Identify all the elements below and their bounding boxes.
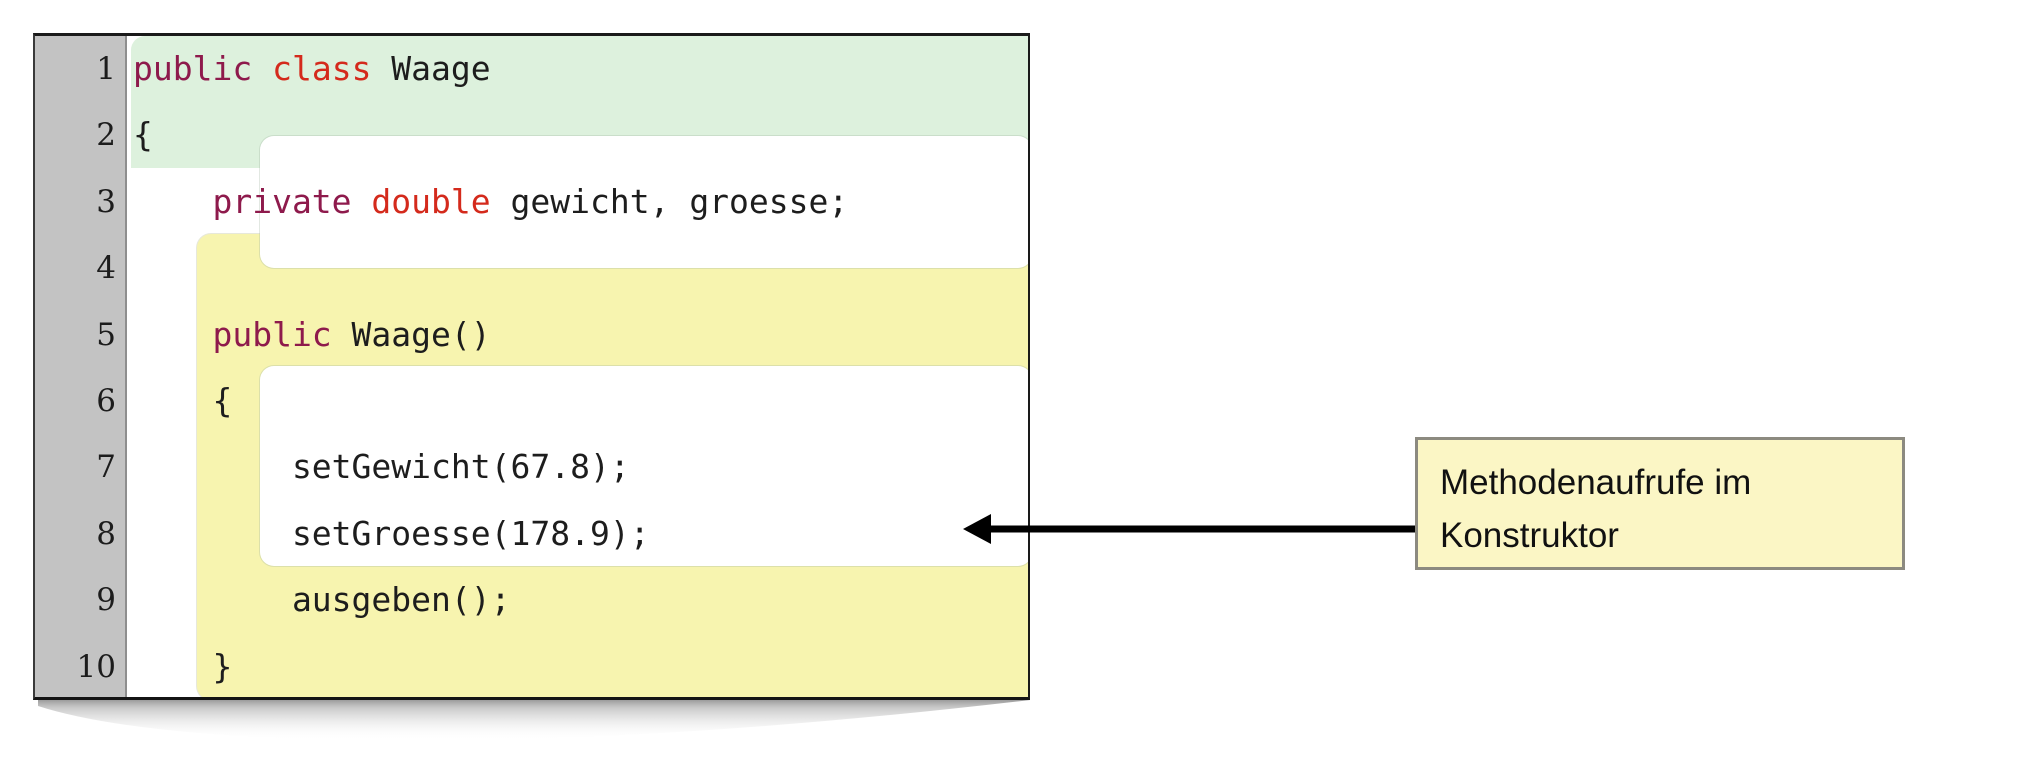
line-number: 1 xyxy=(96,51,116,87)
code-line[interactable] xyxy=(129,235,1028,301)
code-token: Waage() xyxy=(331,314,491,354)
code-line[interactable]: { xyxy=(129,368,1028,434)
callout-text-line-2: Konstruktor xyxy=(1440,516,1619,555)
code-token: ausgeben(); xyxy=(133,580,511,620)
code-line[interactable]: public class Waage xyxy=(129,36,1028,102)
method-calls-highlight xyxy=(260,366,1028,566)
code-token xyxy=(252,49,272,88)
callout-text-line-1: Methodenaufrufe im xyxy=(1440,463,1752,502)
code-token: public xyxy=(133,314,332,354)
line-number: 6 xyxy=(96,382,116,419)
line-number: 8 xyxy=(96,515,116,552)
code-token: public xyxy=(133,49,253,88)
code-token: setGroesse(178.9); xyxy=(133,513,650,553)
code-token: Waage xyxy=(371,49,491,88)
code-text-area[interactable]: public class Waage { private double gewic… xyxy=(129,36,1028,697)
line-number: 5 xyxy=(96,316,116,353)
line-number-gutter: 1 2 3 4 5 6 7 8 9 10 xyxy=(35,36,127,697)
code-line[interactable]: { xyxy=(129,102,1028,168)
code-line[interactable]: private double gewicht, groesse; xyxy=(129,169,1028,235)
code-line[interactable]: setGewicht(67.8); xyxy=(129,434,1028,500)
line-number: 9 xyxy=(96,582,116,619)
code-token: setGewicht(67.8); xyxy=(133,447,630,487)
line-number: 4 xyxy=(96,250,116,287)
code-line[interactable]: ausgeben(); xyxy=(129,567,1028,633)
line-number: 2 xyxy=(96,117,116,154)
field-declaration-highlight xyxy=(260,136,1028,268)
line-number: 3 xyxy=(96,183,116,220)
code-line[interactable]: public Waage() xyxy=(129,302,1028,368)
code-token: { xyxy=(133,380,233,420)
code-line[interactable]: } xyxy=(129,634,1028,697)
code-token: { xyxy=(133,115,153,155)
code-token: class xyxy=(272,49,372,88)
line-number: 10 xyxy=(76,648,116,685)
callout-note: Methodenaufrufe im Konstruktor xyxy=(1415,437,1905,570)
code-token: private xyxy=(133,181,352,221)
code-token xyxy=(352,182,372,221)
code-token: double xyxy=(371,181,491,221)
line-number: 7 xyxy=(96,449,116,486)
code-editor-panel[interactable]: 1 2 3 4 5 6 7 8 9 10 public class Waage {… xyxy=(33,33,1030,700)
code-line[interactable]: setGroesse(178.9); xyxy=(129,501,1028,567)
code-token: } xyxy=(133,646,233,686)
code-lines: public class Waage { private double gewic… xyxy=(129,36,1028,697)
code-token: gewicht, groesse; xyxy=(490,181,849,221)
